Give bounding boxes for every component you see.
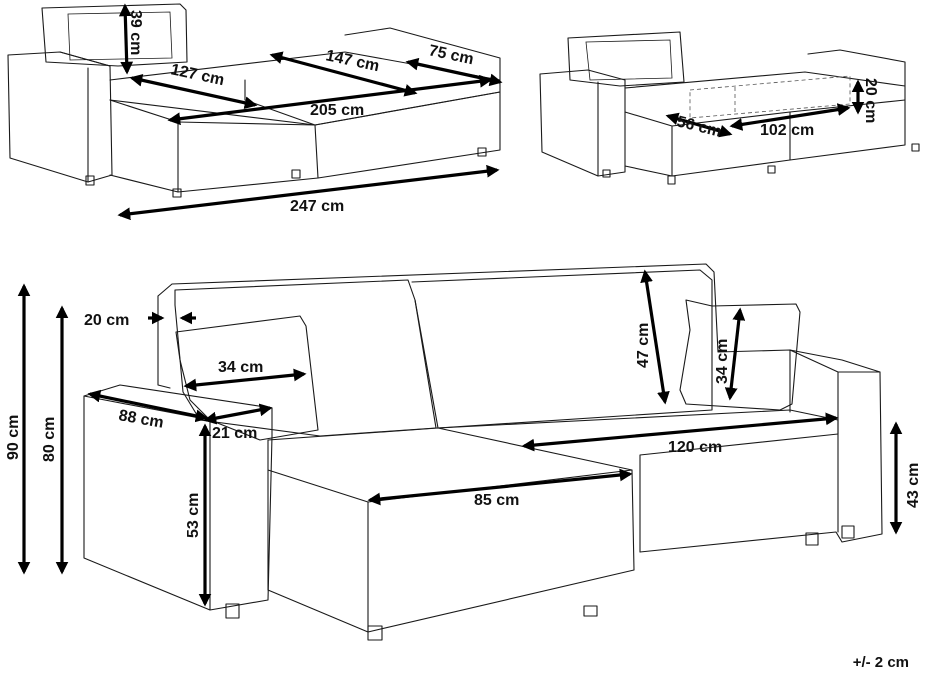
backrest-cushion-height-label: 47 cm [635,323,652,368]
chaise-width-label: 85 cm [474,492,519,509]
total-width-label: 247 cm [290,198,344,215]
armrest-width-line [203,403,273,425]
storage-depth-line [665,112,733,138]
pillow-width-right-label: 34 cm [714,339,731,384]
backrest-height-label: 39 cm [127,10,144,55]
armrest-depth-label: 75 cm [427,42,475,68]
inner-width-line [167,74,493,126]
storage-width-line [729,103,851,131]
armrest-width-label: 21 cm [212,425,257,442]
chaise-depth-label: 127 cm [169,61,226,89]
pillow-width-left-label: 34 cm [218,359,263,376]
inner-width-label: 205 cm [310,102,364,119]
tolerance-note: +/- 2 cm [852,654,909,671]
pillow-width-right-line [724,307,746,401]
armrest-height-label: 53 cm [185,493,202,538]
storage-width-label: 102 cm [760,122,814,139]
backrest-cushion-height-line [640,269,670,405]
top-right-storage-view [539,31,920,185]
storage-height-label: 20 cm [862,78,879,123]
backrest-height-line [118,3,134,75]
back-height-label: 80 cm [41,417,58,462]
seat-width-line [521,412,839,452]
armrest-length-label: 88 cm [117,407,165,432]
storage-depth-label: 56 cm [675,113,723,140]
armrest-length-line [87,389,209,423]
chaise-width-line [367,468,633,506]
pillow-width-left-line [183,368,307,392]
backrest-thickness-label: 20 cm [84,312,129,329]
seat-width-label: 120 cm [668,439,722,456]
total-width-line [117,164,500,221]
seat-height-label: 43 cm [905,463,922,508]
top-left-sofa-view [7,3,501,198]
total-height-label: 90 cm [5,415,22,460]
